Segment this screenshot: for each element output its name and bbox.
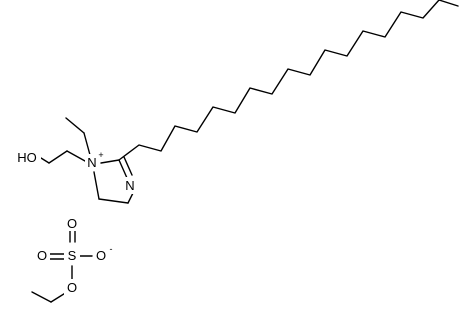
- ethyl-sulfate-anion: O S O O - O: [31, 215, 113, 303]
- bond-n1-ethyl-ch2: [83, 132, 91, 156]
- heptadecyl-chain: [118, 0, 459, 161]
- atom-o-left: O: [37, 248, 47, 263]
- atom-o-right-charge: -: [110, 244, 113, 254]
- atom-n-ring: N: [123, 177, 137, 194]
- atom-o-bottom: O: [67, 280, 77, 295]
- bond-n3-c2: [118, 159, 128, 179]
- atom-n-plus: N +: [85, 150, 104, 171]
- imidazoline-ring: [93, 156, 134, 204]
- atom-hydroxyl: HO: [14, 149, 41, 166]
- hydroxyethyl-group: [40, 150, 86, 164]
- bond-ethyl-ch3: [65, 117, 85, 134]
- bond-c2-n1: [100, 159, 120, 164]
- atom-s: S: [68, 248, 77, 263]
- atom-n-plus-charge: +: [98, 150, 103, 160]
- bond-n1-c5: [93, 171, 100, 200]
- bond-c5-c4: [98, 198, 129, 204]
- ethyl-group: [65, 117, 91, 156]
- bond-ch2b-oh: [40, 157, 50, 164]
- bond-c4-n3: [127, 192, 134, 204]
- bond-n1-ch2a: [66, 150, 86, 162]
- bond-ch2-ch3: [31, 291, 52, 303]
- atom-o-right: O: [96, 248, 106, 263]
- atom-hydroxyl-label: HO: [17, 150, 37, 165]
- atom-n-ring-label: N: [125, 178, 134, 193]
- atom-o-top: O: [67, 216, 77, 231]
- atom-n-plus-label: N: [87, 155, 96, 170]
- bond-n3-c2-double: [123, 156, 133, 176]
- bond-ch2a-ch2b: [48, 150, 68, 164]
